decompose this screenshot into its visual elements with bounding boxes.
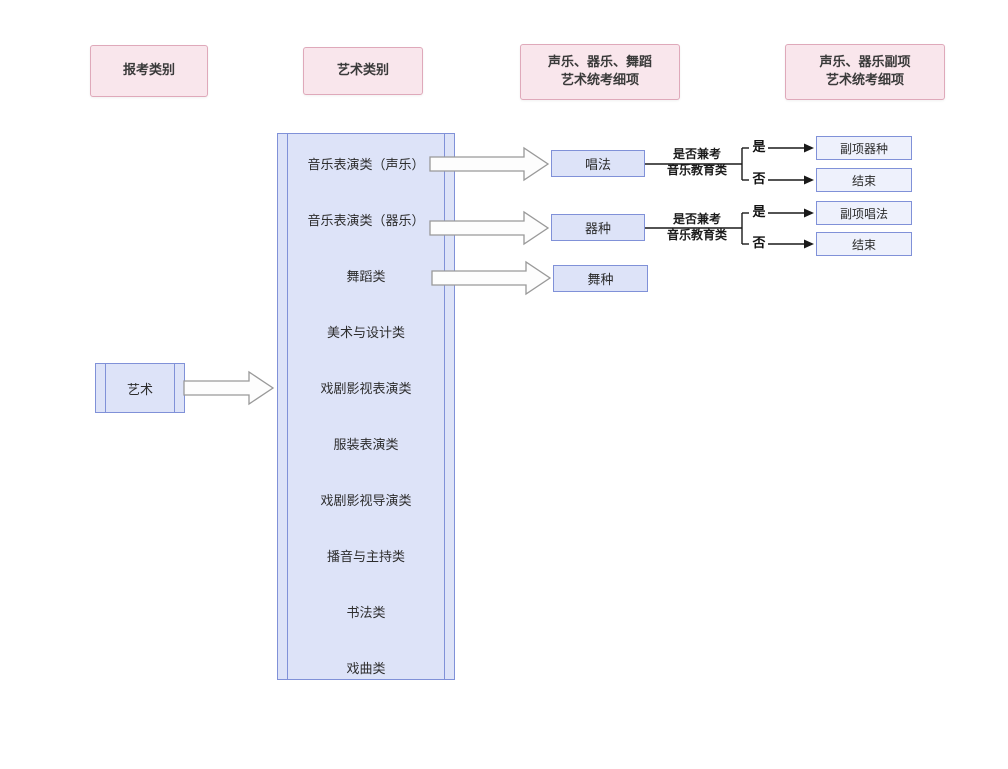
arrowhead (804, 239, 814, 249)
label-yes-vocal: 是 (752, 140, 766, 155)
node-end-vocal: 结束 (816, 168, 912, 192)
category-item: 服装表演类 (333, 438, 399, 453)
node-art-root: 艺术 (95, 363, 185, 413)
panel-inner-line (444, 134, 445, 679)
label-no-instrument: 否 (752, 236, 766, 251)
arrowhead (804, 208, 814, 218)
header-art-category: 艺术类别 (303, 47, 423, 95)
arrowhead (804, 143, 814, 153)
condition-vocal: 是否兼考 音乐教育类 (666, 147, 727, 177)
arrowheads (804, 143, 814, 249)
label-no-vocal: 否 (752, 172, 766, 187)
node-secondary-vocal: 副项唱法 (816, 201, 912, 225)
node-instrument-type: 器种 (551, 214, 645, 241)
block-arrow-root-to-panel (183, 370, 275, 406)
category-item: 音乐表演类（声乐） (307, 158, 425, 173)
node-vocal-method: 唱法 (551, 150, 645, 177)
category-item: 戏剧影视表演类 (320, 382, 412, 397)
header-report-category: 报考类别 (90, 45, 208, 97)
label-yes-instrument: 是 (752, 205, 766, 220)
category-item: 播音与主持类 (326, 550, 405, 565)
art-category-panel: 音乐表演类（声乐） 音乐表演类（器乐） 舞蹈类 美术与设计类 戏剧影视表演类 服… (277, 133, 455, 680)
node-dance-type: 舞种 (553, 265, 648, 292)
node-inner-line (174, 364, 175, 412)
category-item: 书法类 (346, 606, 386, 621)
node-inner-line (105, 364, 106, 412)
category-item: 音乐表演类（器乐） (307, 214, 425, 229)
category-item: 戏剧影视导演类 (320, 494, 412, 509)
condition-instrument: 是否兼考 音乐教育类 (666, 212, 727, 242)
header-exam-detail: 声乐、器乐、舞蹈 艺术统考细项 (520, 44, 680, 100)
panel-inner-line (287, 134, 288, 679)
header-secondary-exam-detail: 声乐、器乐副项 艺术统考细项 (785, 44, 945, 100)
node-end-instrument: 结束 (816, 232, 912, 256)
category-item: 戏曲类 (346, 662, 386, 677)
category-item: 舞蹈类 (346, 270, 386, 285)
arrowhead (804, 175, 814, 185)
node-art-root-label: 艺术 (126, 382, 153, 398)
node-secondary-instrument: 副项器种 (816, 136, 912, 160)
category-item: 美术与设计类 (326, 326, 405, 341)
